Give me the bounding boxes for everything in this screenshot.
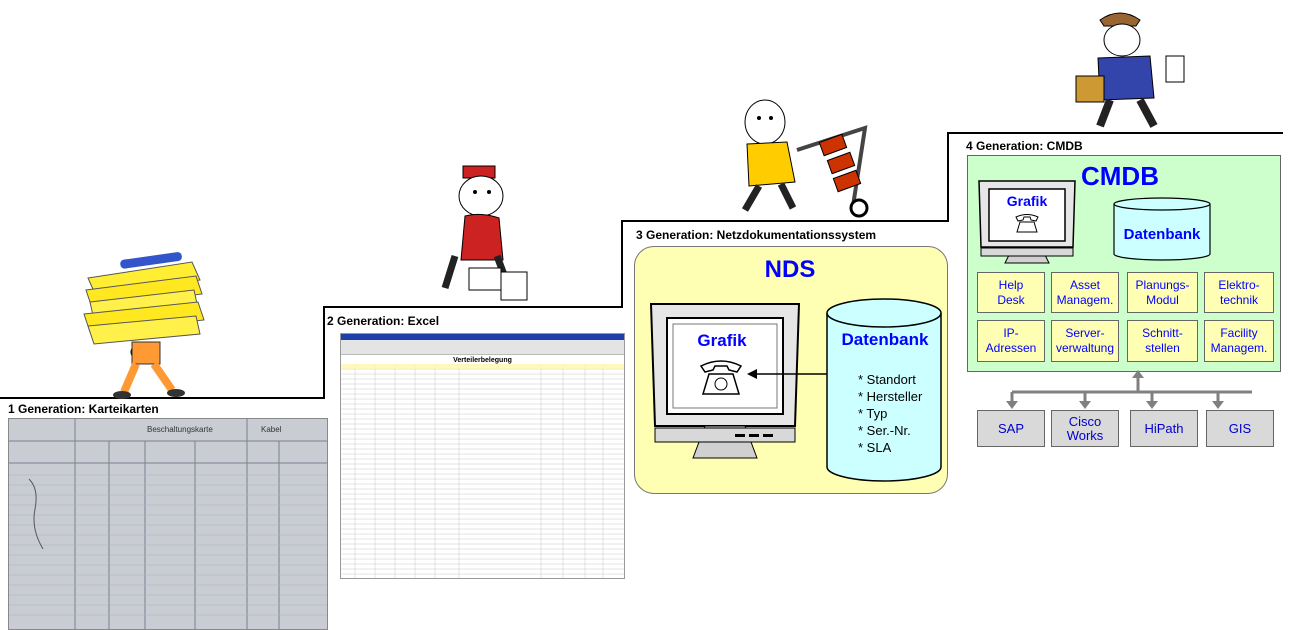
system-sap: SAP (977, 410, 1045, 447)
stair-step-4 (947, 132, 1283, 134)
cmdb-database-cylinder-icon (1113, 197, 1211, 261)
courier-figure (1075, 12, 1185, 128)
module-serververwaltung: Server- verwaltung (1051, 320, 1119, 362)
cmdb-telephone-icon (1015, 214, 1039, 233)
module-schnittstellen: Schnitt- stellen (1127, 320, 1198, 362)
system-hipath: HiPath (1130, 410, 1198, 447)
module-elektrotechnik: Elektro- technik (1204, 272, 1274, 313)
stair-riser-1 (323, 306, 325, 399)
nds-feature-typ: * Typ (858, 406, 888, 421)
telephone-icon (699, 360, 743, 395)
stair-step-2 (323, 306, 623, 308)
excel-grid (341, 364, 624, 578)
module-ip-adressen: IP- Adressen (977, 320, 1045, 362)
stair-step-3 (621, 220, 949, 222)
excel-screenshot: Verteilerbelegung (340, 333, 625, 579)
karteikarte-grid (9, 419, 327, 629)
excel-toolbar (341, 340, 624, 355)
system-cisco-works: Cisco Works (1051, 410, 1119, 447)
nds-feature-sernr: * Ser.-Nr. (858, 423, 911, 438)
gen2-label: 2 Generation: Excel (327, 314, 440, 328)
module-help-desk: Help Desk (977, 272, 1045, 313)
karteikarte-header: Beschaltungskarte (147, 425, 213, 434)
cmdb-grafik-label: Grafik (1006, 193, 1048, 209)
cmdb-interface-connectors (1006, 370, 1252, 409)
stair-step-1 (0, 397, 325, 399)
gen3-label: 3 Generation: Netzdokumentationssystem (636, 228, 877, 242)
excel-sheet-title: Verteilerbelegung (453, 357, 512, 364)
nds-grafik-label: Grafik (697, 331, 747, 350)
cmdb-title: CMDB (1081, 161, 1159, 191)
nds-feature-sla: * SLA (858, 440, 892, 455)
excel-title-bar (341, 334, 624, 340)
nds-feature-standort: * Standort (858, 372, 916, 387)
gen1-label: 1 Generation: Karteikarten (8, 402, 159, 416)
module-asset-management: Asset Managem. (1051, 272, 1119, 313)
hand-truck-figure (741, 99, 869, 218)
nds-datenbank-label: Datenbank (841, 330, 929, 349)
karteikarte-kabel: Kabel (261, 425, 282, 434)
bellboy-figure (441, 165, 528, 301)
system-gis: GIS (1206, 410, 1274, 447)
stair-riser-2 (621, 220, 623, 308)
karteikarte-image: Beschaltungskarte Kabel (8, 418, 328, 630)
module-planungs-modul: Planungs- Modul (1127, 272, 1198, 313)
paper-stack-figure (83, 252, 205, 399)
nds-title: NDS (764, 256, 816, 283)
gen4-label: 4 Generation: CMDB (966, 139, 1083, 153)
module-facility-management: Facility Managem. (1204, 320, 1274, 362)
nds-feature-hersteller: * Hersteller (858, 389, 923, 404)
cmdb-datenbank-label: Datenbank (1123, 226, 1201, 243)
stair-riser-3 (947, 132, 949, 222)
database-cylinder-icon (826, 298, 942, 482)
